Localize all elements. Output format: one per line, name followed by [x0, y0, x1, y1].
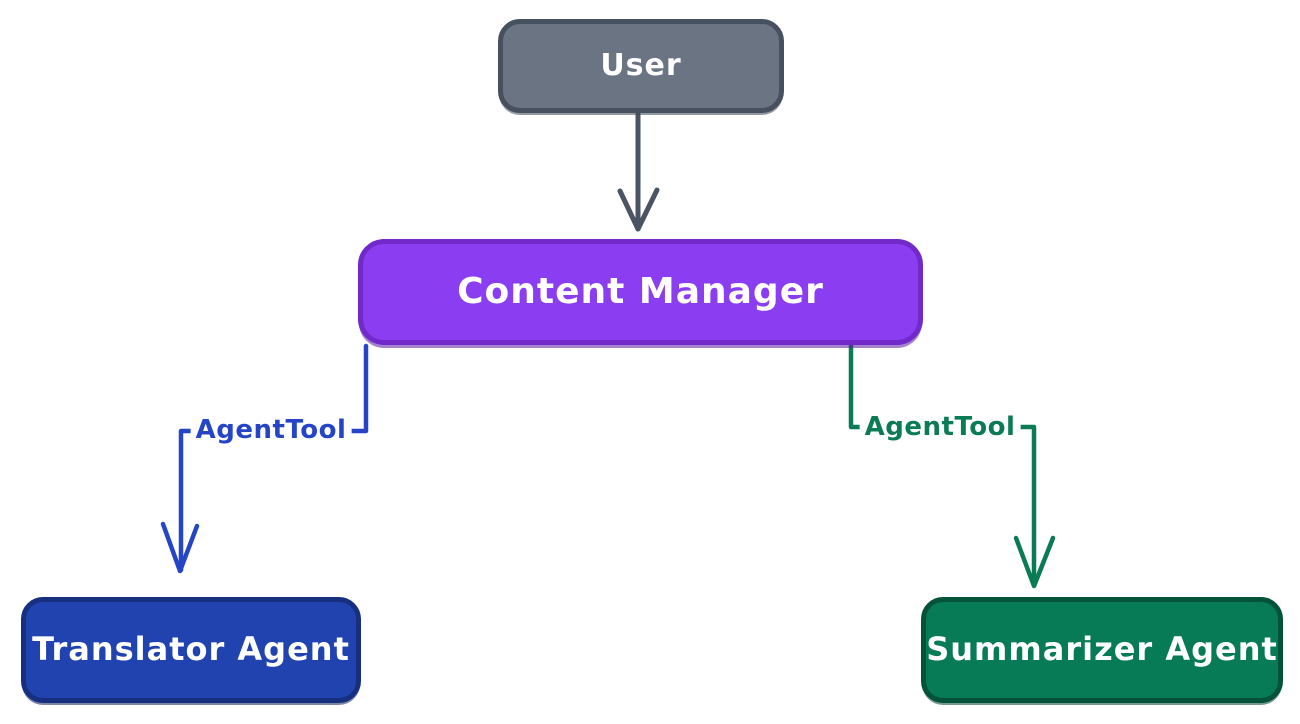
user-node: User: [498, 19, 784, 113]
content-manager-node-label: Content Manager: [457, 270, 824, 312]
translator-agent-node-label: Translator Agent: [32, 630, 350, 668]
summarizer-agent-node: Summarizer Agent: [921, 597, 1283, 703]
translator-agent-node: Translator Agent: [21, 597, 361, 703]
manager-to-translator-arrow-line: [178, 343, 369, 573]
manager-to-summarizer-arrow-line: [848, 343, 1037, 587]
manager-to-summarizer-arrowhead-icon: [1013, 535, 1056, 589]
summarizer-agent-node-label: Summarizer Agent: [926, 630, 1278, 668]
agenttool-label-summarizer: AgentTool: [859, 411, 1021, 443]
user-to-manager-arrowhead-icon: [617, 187, 660, 232]
user-node-label: User: [600, 47, 682, 83]
agenttool-label-translator: AgentTool: [190, 414, 352, 446]
manager-to-translator-arrowhead-icon: [160, 521, 200, 574]
content-manager-node: Content Manager: [358, 239, 923, 345]
